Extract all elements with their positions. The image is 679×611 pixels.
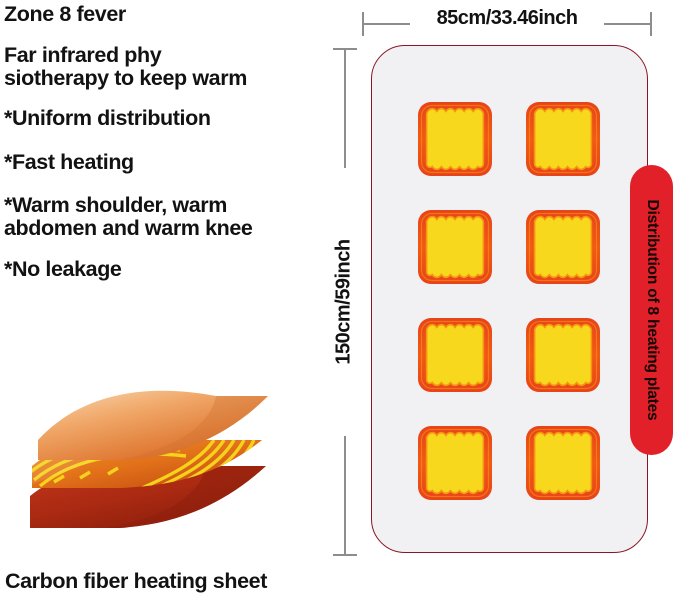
width-dimension-line: 85cm/33.46inch bbox=[362, 6, 652, 40]
distribution-side-tab-label: Distribution of 8 heating plates bbox=[643, 199, 661, 421]
height-dimension-cap-bottom bbox=[333, 554, 357, 556]
heating-plate bbox=[525, 209, 601, 285]
distribution-side-tab: Distribution of 8 heating plates bbox=[630, 165, 673, 455]
heating-plate bbox=[417, 425, 493, 501]
width-dimension-cap-left bbox=[362, 12, 364, 36]
width-dimension-cap-right bbox=[650, 12, 652, 36]
heating-plate bbox=[525, 101, 601, 177]
width-dimension-label: 85cm/33.46inch bbox=[433, 7, 581, 30]
feature-item-fast-heating: *Fast heating bbox=[4, 150, 134, 174]
heating-plate bbox=[417, 209, 493, 285]
feature-text-column: Zone 8 fever Far infrared phy siotherapy… bbox=[0, 0, 318, 300]
heating-plate bbox=[417, 101, 493, 177]
height-dimension-cap-top bbox=[333, 48, 357, 50]
height-dimension-label: 150cm/59inch bbox=[330, 235, 358, 369]
feature-item-infrared: Far infrared phy siotherapy to keep warm bbox=[4, 43, 247, 90]
heating-plate bbox=[417, 317, 493, 393]
heating-plate bbox=[525, 425, 601, 501]
top-fabric-layer bbox=[38, 390, 268, 460]
width-dimension-rule-right bbox=[604, 23, 650, 25]
heating-plate-grid bbox=[417, 101, 601, 501]
heating-plate bbox=[525, 317, 601, 393]
feature-item-no-leakage: *No leakage bbox=[4, 257, 122, 281]
feature-item-warm-body-areas: *Warm shoulder, warm abdomen and warm kn… bbox=[4, 193, 253, 240]
height-dimension-rule-bottom bbox=[344, 436, 346, 554]
height-dimension-rule-top bbox=[344, 50, 346, 168]
carbon-fiber-sheet-illustration bbox=[24, 378, 274, 543]
heating-pad-panel bbox=[371, 45, 648, 553]
feature-item-uniform-distribution: *Uniform distribution bbox=[4, 106, 211, 130]
width-dimension-rule-left bbox=[364, 23, 410, 25]
illustration-caption: Carbon fiber heating sheet bbox=[5, 569, 267, 593]
feature-heading: Zone 8 fever bbox=[4, 2, 126, 26]
height-dimension-line: 150cm/59inch bbox=[326, 48, 362, 556]
